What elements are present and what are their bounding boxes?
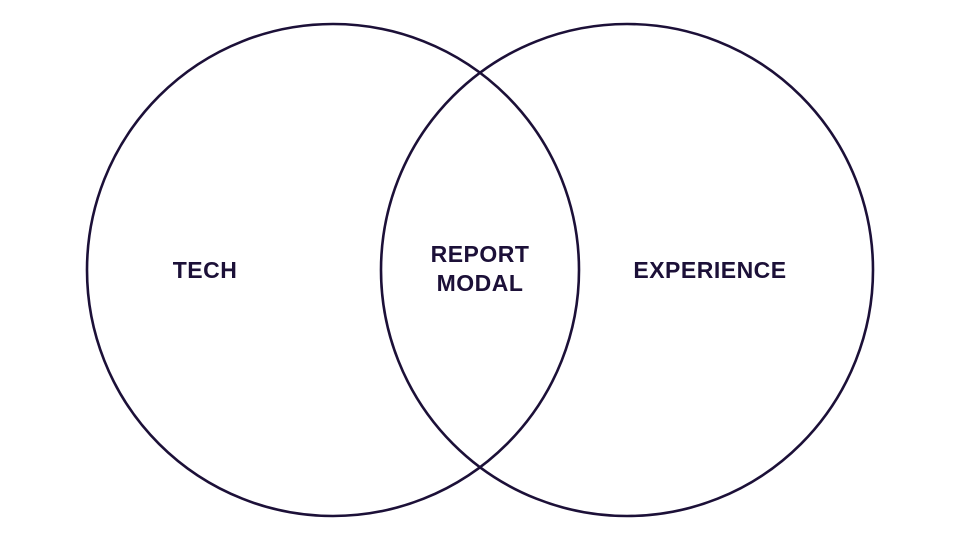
tech-circle bbox=[85, 22, 581, 518]
tech-label: TECH bbox=[172, 257, 238, 283]
intersection-label-line1: REPORT bbox=[430, 241, 530, 267]
intersection-label: REPORT MODAL bbox=[400, 240, 560, 298]
intersection-label-line2: MODAL bbox=[436, 270, 524, 296]
experience-circle bbox=[379, 22, 875, 518]
experience-label: EXPERIENCE bbox=[633, 257, 787, 283]
